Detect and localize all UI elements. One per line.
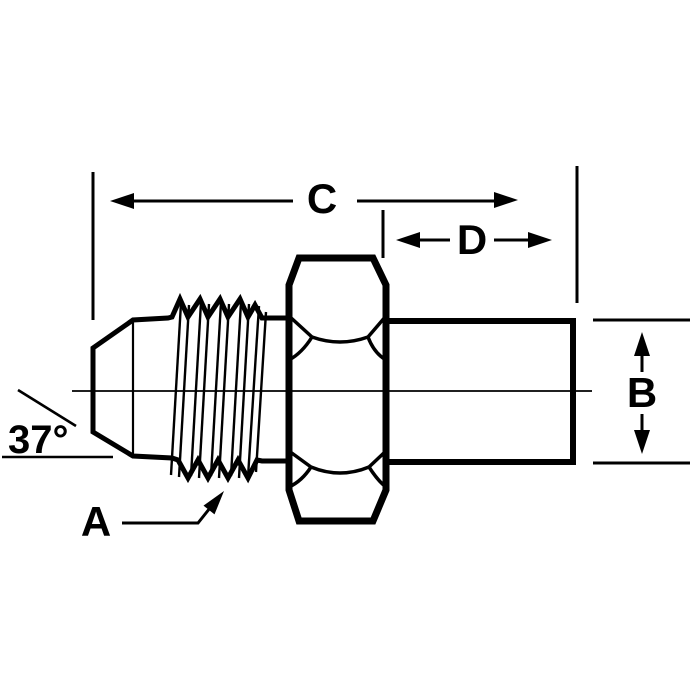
hex-nut — [285, 254, 390, 525]
arrowhead-b-bottom — [634, 430, 650, 454]
arrowhead-c-right — [494, 192, 518, 208]
dim-d: D — [381, 210, 552, 263]
callout-a-label: A — [81, 498, 111, 545]
dim-d-label: D — [457, 216, 487, 263]
flare-angle-callout: 37° — [2, 388, 113, 462]
arrowhead-c-left — [110, 193, 134, 209]
arrowhead-b-top — [634, 332, 650, 356]
arrowhead-d-right — [528, 232, 552, 248]
dim-b-label: B — [627, 369, 657, 416]
dim-b: B — [593, 318, 690, 465]
callout-a: A — [81, 491, 224, 545]
hex-facet-lines — [287, 314, 388, 489]
thread-flank-lines — [169, 301, 268, 479]
arrowhead-a-leader — [203, 491, 224, 515]
dim-c: C — [91, 166, 579, 320]
dim-c-label: C — [307, 175, 337, 222]
angle-slant-line — [17, 388, 77, 428]
flare-angle-label: 37° — [8, 418, 69, 462]
arrowhead-d-left — [396, 232, 420, 248]
